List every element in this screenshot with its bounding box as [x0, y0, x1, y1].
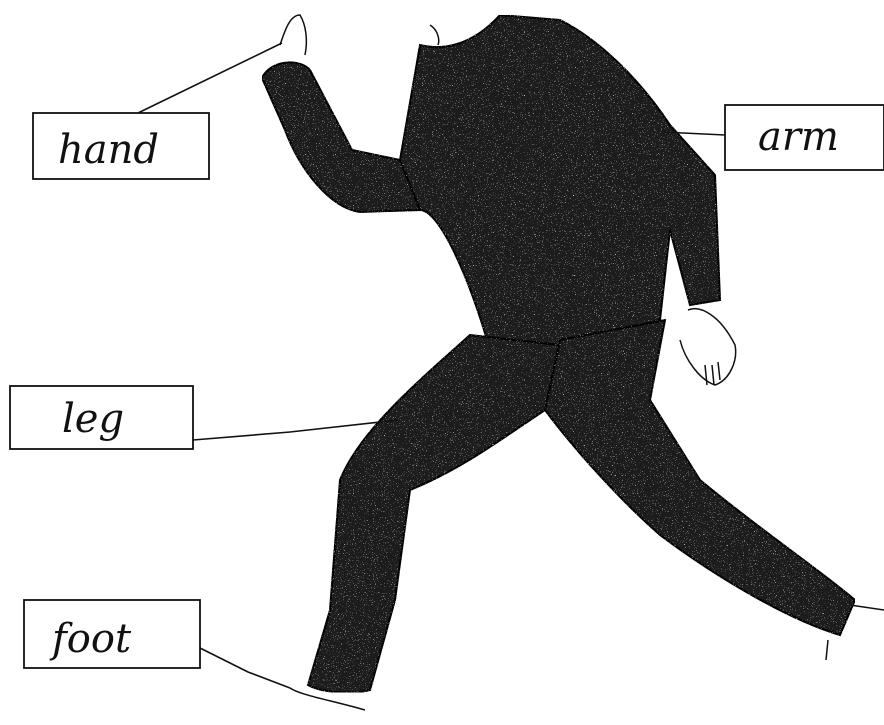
- raised-arm: [262, 62, 420, 212]
- label-arm-text: arm: [758, 114, 839, 160]
- lower-hand-outline: [680, 309, 736, 385]
- label-leg-text: leg: [62, 396, 124, 442]
- back-leg: [545, 320, 855, 635]
- hand-leader-line: [138, 43, 282, 113]
- label-hand: hand: [33, 113, 209, 179]
- label-leg: leg: [10, 386, 193, 449]
- torso: [400, 15, 720, 350]
- fingers-outline: [705, 362, 720, 385]
- label-hand-text: hand: [58, 127, 159, 173]
- label-foot: foot: [24, 600, 200, 668]
- front-leg: [308, 335, 560, 692]
- label-foot-text: foot: [49, 616, 132, 662]
- raised-hand-outline: [280, 15, 306, 55]
- label-arm: arm: [725, 105, 884, 170]
- neck-outline: [430, 25, 439, 45]
- foot-leader-line: [200, 648, 290, 688]
